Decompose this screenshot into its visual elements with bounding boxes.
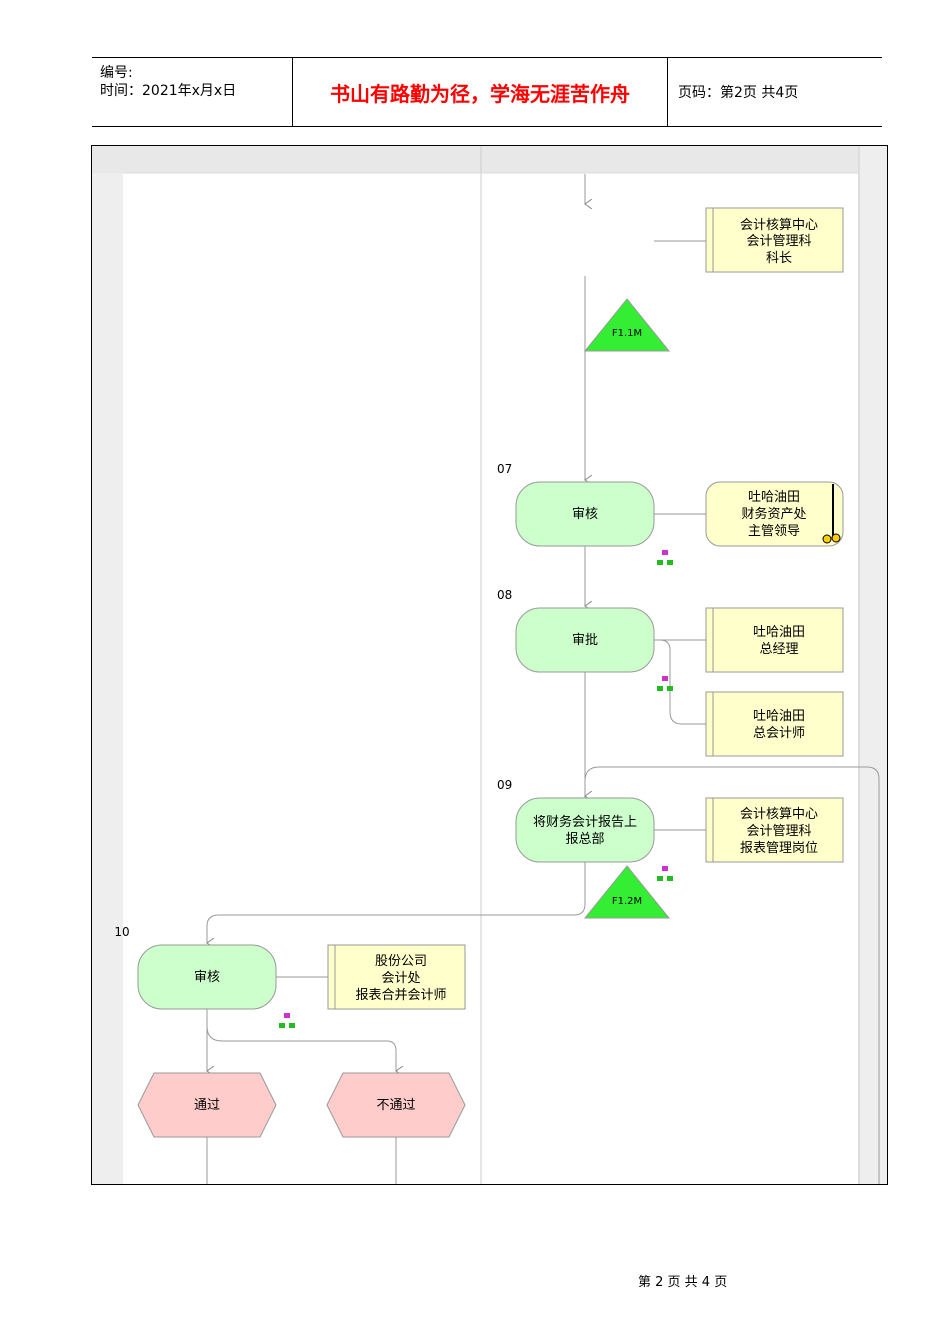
- lane-gutter-right: [858, 146, 887, 1184]
- milestone-f12m-label: F1.2M: [612, 896, 642, 907]
- doc-time-label: 时间：2021年x月x日: [100, 83, 237, 99]
- step-08-approve[interactable]: 审批: [515, 607, 655, 673]
- role-top-line3: 科长: [766, 251, 792, 266]
- role-box-top: 会计核算中心 会计管理科 科长: [705, 207, 844, 273]
- role-box-09: 会计核算中心 会计管理科 报表管理岗位: [705, 797, 844, 863]
- page-header: 编号: 时间：2021年x月x日 书山有路勤为径，学海无涯苦作舟 页码：第2页 …: [92, 57, 882, 127]
- step-10-number: 10: [114, 925, 129, 939]
- role-box-08b: 吐哈油田 总会计师: [705, 691, 844, 757]
- connectors: [207, 174, 880, 1184]
- outcome-fail-label: 不通过: [376, 1098, 415, 1113]
- key-icon: [822, 533, 841, 544]
- step-09-label-line1: 将财务会计报告上: [533, 814, 637, 830]
- role-08a-line1: 吐哈油田: [753, 625, 805, 640]
- step-07-review[interactable]: 审核: [515, 481, 655, 547]
- header-meta: 编号: 时间：2021年x月x日: [92, 58, 292, 126]
- role-08b-line2: 总会计师: [753, 726, 805, 741]
- hierarchy-icon[interactable]: [279, 1013, 295, 1028]
- header-slogan: 书山有路勤为径，学海无涯苦作舟: [292, 58, 668, 126]
- step-07-label: 审核: [572, 507, 598, 522]
- process-diagram: 会计核算中心 会计管理科 科长 F1.1M 07 审核 吐哈油田 财务资产处 主…: [91, 145, 888, 1185]
- role-09-line1: 会计核算中心: [740, 807, 818, 822]
- milestone-f11m-label: F1.1M: [612, 328, 642, 339]
- outcome-fail[interactable]: 不通过: [326, 1072, 466, 1138]
- step-09-label-line2: 报总部: [565, 832, 604, 847]
- step-08-label: 审批: [572, 633, 598, 648]
- step-07-number: 07: [497, 462, 512, 476]
- role-07-line2: 财务资产处: [741, 506, 806, 522]
- role-box-08a: 吐哈油田 总经理: [705, 607, 844, 673]
- outcome-pass-label: 通过: [194, 1098, 220, 1113]
- milestone-f12m: F1.2M: [583, 865, 671, 919]
- role-07-line3: 主管领导: [748, 524, 800, 539]
- role-09-line2: 会计管理科: [746, 824, 811, 839]
- doc-number-label: 编号:: [100, 65, 133, 81]
- header-page-number: 页码：第2页 共4页: [678, 85, 799, 101]
- role-10-line3: 报表合并会计师: [355, 988, 446, 1003]
- role-10-line1: 股份公司: [375, 954, 427, 969]
- hierarchy-icon[interactable]: [657, 676, 673, 691]
- lane-header-strip: [92, 146, 887, 173]
- role-08a-line2: 总经理: [759, 642, 798, 657]
- role-07-line1: 吐哈油田: [748, 490, 800, 505]
- outcome-pass[interactable]: 通过: [137, 1072, 277, 1138]
- role-top-line1: 会计核算中心: [740, 218, 818, 233]
- hierarchy-icon[interactable]: [657, 550, 673, 565]
- role-box-07: 吐哈油田 财务资产处 主管领导: [705, 481, 844, 547]
- role-08b-line1: 吐哈油田: [753, 709, 805, 724]
- role-10-line2: 会计处: [381, 971, 420, 986]
- page-footer: 第 2 页 共 4 页: [638, 1275, 728, 1290]
- step-08-number: 08: [497, 588, 512, 602]
- hierarchy-icon[interactable]: [657, 866, 673, 881]
- step-09-number: 09: [497, 778, 512, 792]
- role-box-10: 股份公司 会计处 报表合并会计师: [327, 944, 466, 1010]
- step-10-review[interactable]: 审核: [137, 944, 277, 1010]
- role-09-line3: 报表管理岗位: [740, 841, 818, 856]
- lane-gutter: [92, 146, 123, 1184]
- step-09-submit-report[interactable]: 将财务会计报告上 报总部: [515, 797, 655, 863]
- role-top-line2: 会计管理科: [746, 234, 811, 249]
- step-10-label: 审核: [194, 970, 220, 985]
- diagram-canvas: 会计核算中心 会计管理科 科长 F1.1M 07 审核 吐哈油田 财务资产处 主…: [92, 146, 887, 1184]
- milestone-f11m: F1.1M: [583, 298, 671, 352]
